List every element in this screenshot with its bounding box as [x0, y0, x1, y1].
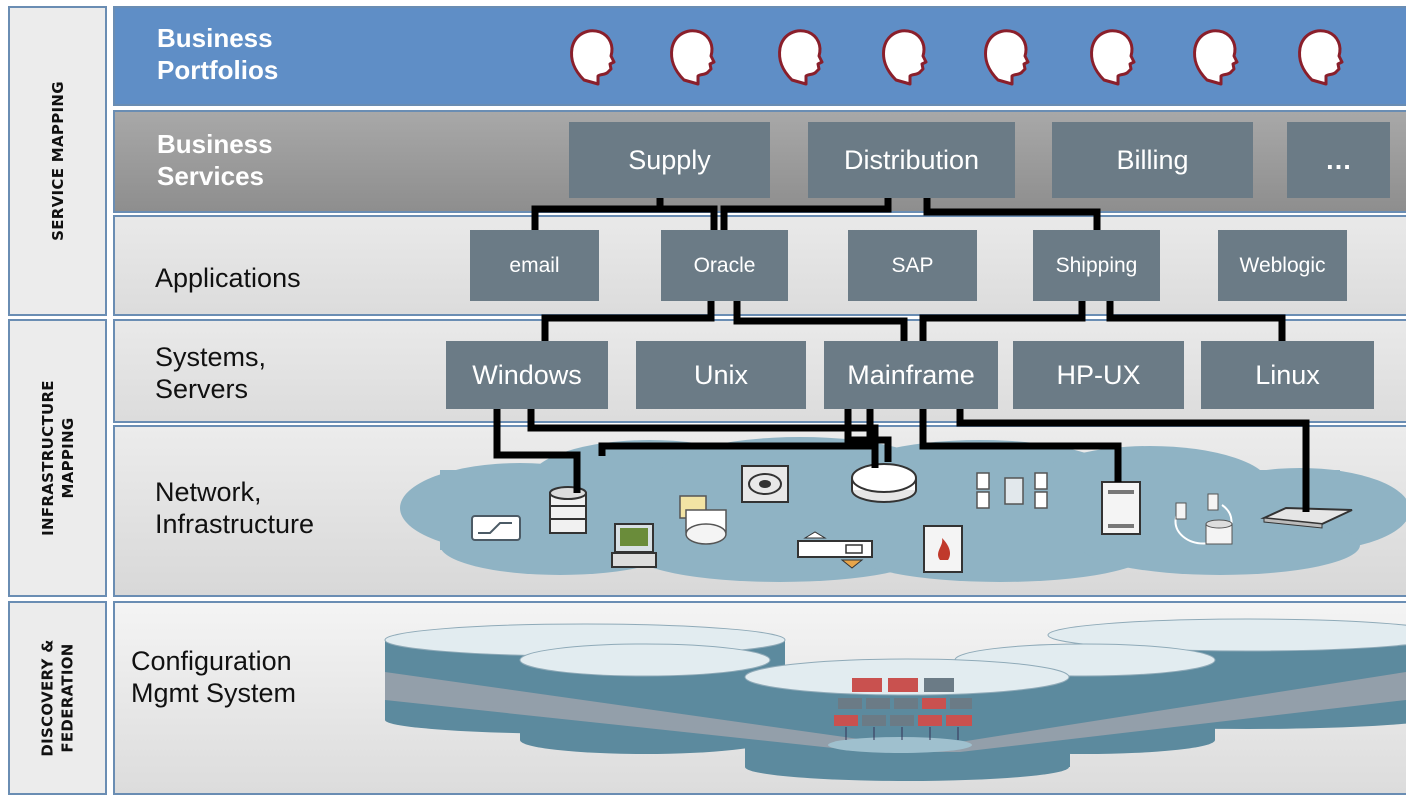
system-unix[interactable]: Unix: [636, 341, 806, 409]
service-distribution[interactable]: Distribution: [808, 122, 1015, 198]
service-more[interactable]: …: [1287, 122, 1390, 198]
terminal-icon: [611, 523, 657, 568]
cms-cylinders: [384, 618, 1406, 781]
infrastructure-mapping-label: INFRASTRUCTURE MAPPING: [8, 319, 107, 597]
storage-icon: [741, 465, 789, 503]
systems-title: Systems, Servers: [155, 342, 267, 404]
app-shipping[interactable]: Shipping: [1033, 230, 1160, 301]
cluster-icon: [976, 472, 1048, 509]
business-services-title: Business Services: [157, 129, 273, 191]
discovery-federation-label: DISCOVERY & FEDERATION: [8, 601, 107, 795]
router-icon: [471, 515, 521, 541]
server-icon: [1101, 481, 1141, 535]
system-linux[interactable]: Linux: [1201, 341, 1374, 409]
business-portfolios-band: [113, 6, 1406, 106]
cms-mini-diagram: [828, 678, 972, 753]
switch-icon: [797, 531, 873, 569]
system-hp-ux[interactable]: HP-UX: [1013, 341, 1184, 409]
applications-title: Applications: [155, 263, 301, 293]
service-supply[interactable]: Supply: [569, 122, 770, 198]
network-cloud: [400, 437, 1406, 582]
system-windows[interactable]: Windows: [446, 341, 608, 409]
network-appliance-icon: [1260, 506, 1353, 529]
firewall-icon: [923, 525, 963, 573]
cms-title: Configuration Mgmt System: [131, 646, 297, 708]
printer-icon: [679, 495, 727, 545]
service-billing[interactable]: Billing: [1052, 122, 1253, 198]
hub-icon: [851, 463, 917, 503]
business-portfolios-title: Business Portfolios: [157, 23, 279, 85]
app-weblogic[interactable]: Weblogic: [1218, 230, 1347, 301]
app-sap[interactable]: SAP: [848, 230, 977, 301]
system-mainframe[interactable]: Mainframe: [824, 341, 998, 409]
app-oracle[interactable]: Oracle: [661, 230, 788, 301]
service-mapping-label: SERVICE MAPPING: [8, 6, 107, 316]
replication-icon: [1174, 493, 1233, 545]
app-email[interactable]: email: [470, 230, 599, 301]
network-title: Network, Infrastructure: [155, 477, 315, 539]
database-icon: [549, 486, 587, 534]
